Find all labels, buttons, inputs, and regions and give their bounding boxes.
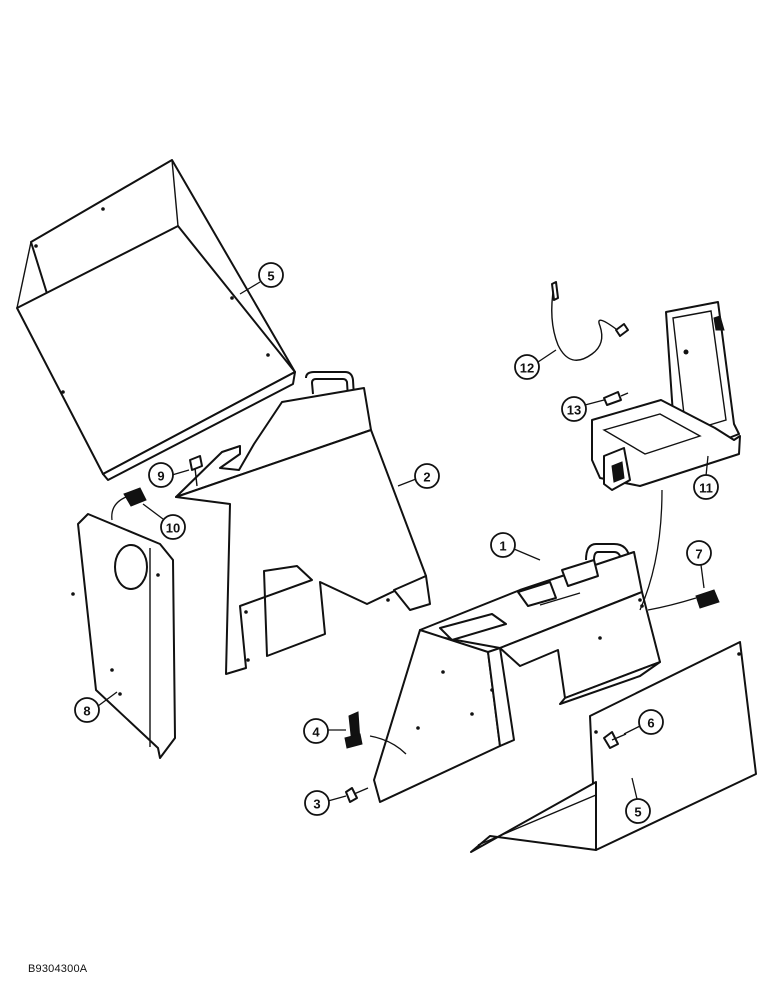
bolt-part-6 bbox=[603, 731, 627, 749]
callout-1: 1 bbox=[490, 532, 541, 561]
bolt-part-3 bbox=[345, 787, 369, 803]
callout-5-bottom: 5 bbox=[625, 777, 651, 824]
svg-text:8: 8 bbox=[83, 704, 90, 719]
callout-12: 12 bbox=[514, 349, 557, 380]
clip-part-10 bbox=[123, 487, 147, 507]
fitting-part-13 bbox=[603, 391, 629, 406]
assembly-leader-lines bbox=[111, 489, 697, 755]
svg-text:5: 5 bbox=[634, 805, 641, 820]
svg-text:5: 5 bbox=[267, 269, 274, 284]
main-console bbox=[373, 543, 661, 803]
svg-text:13: 13 bbox=[567, 403, 581, 418]
side-panel bbox=[71, 513, 176, 759]
cable-part-12 bbox=[551, 281, 629, 361]
bottom-cover-panel bbox=[470, 641, 757, 853]
clip-part-7 bbox=[695, 589, 720, 609]
callout-7: 7 bbox=[686, 540, 712, 589]
svg-text:12: 12 bbox=[520, 361, 534, 376]
svg-text:3: 3 bbox=[313, 797, 320, 812]
callout-2: 2 bbox=[397, 463, 440, 489]
svg-text:9: 9 bbox=[157, 469, 164, 484]
callout-9: 9 bbox=[148, 462, 190, 488]
top-cover-panel bbox=[16, 159, 296, 481]
callout-11: 11 bbox=[693, 455, 719, 500]
svg-text:2: 2 bbox=[423, 470, 430, 485]
svg-text:7: 7 bbox=[695, 547, 702, 562]
svg-text:1: 1 bbox=[499, 539, 506, 554]
callout-3: 3 bbox=[304, 790, 347, 816]
svg-text:4: 4 bbox=[312, 725, 320, 740]
svg-text:10: 10 bbox=[166, 521, 180, 536]
callout-13: 13 bbox=[561, 396, 605, 422]
bolt-part-9 bbox=[189, 455, 203, 487]
figure-id-label: B9304300A bbox=[28, 963, 88, 975]
clip-part-4 bbox=[344, 711, 363, 749]
callout-8: 8 bbox=[74, 691, 118, 723]
callout-5-top: 5 bbox=[239, 262, 284, 295]
callout-10: 10 bbox=[142, 503, 186, 540]
svg-text:6: 6 bbox=[647, 716, 654, 731]
callout-4: 4 bbox=[303, 718, 346, 744]
armrest-tray bbox=[591, 301, 741, 491]
callout-6: 6 bbox=[623, 709, 664, 735]
upper-console-cover bbox=[175, 371, 431, 675]
svg-text:11: 11 bbox=[699, 481, 713, 496]
